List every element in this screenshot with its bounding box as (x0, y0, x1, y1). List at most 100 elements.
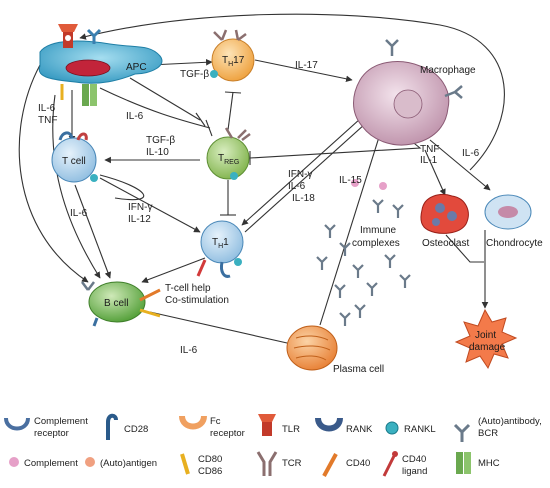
loop-tcell (99, 174, 145, 201)
legend-item-cd28: CD28 (106, 413, 148, 440)
t-cell: T cell (51, 131, 98, 183)
svg-text:CD28: CD28 (124, 424, 148, 435)
il18-label: IL-18 (292, 193, 315, 204)
th17-cell: TH17 (210, 29, 255, 82)
connectors (18, 13, 505, 347)
b-cell: B cell (81, 281, 161, 327)
joint-damage-burst: Joint damage (454, 308, 518, 370)
svg-text:(Auto)antibody,: (Auto)antibody, (478, 416, 542, 427)
il15-label: IL-15 (339, 175, 362, 186)
tlr-legend-icon (258, 414, 276, 436)
legend-item-cd40-ligand: CD40 ligand (382, 451, 427, 477)
svg-text:receptor: receptor (210, 428, 245, 439)
legend-item-autoantibody: (Auto)antibody, BCR (453, 416, 542, 442)
arrow-apc-to-bcell-left (18, 64, 89, 283)
tgfb-il10-label-1: TGF-β (146, 135, 175, 146)
arrow-th1-to-macrophage (244, 114, 376, 233)
apc-cell: APC (38, 24, 163, 106)
complement-icon (9, 457, 19, 467)
arrow-macrophage-to-apc-loop (79, 13, 505, 171)
link-apc-treg (129, 77, 201, 121)
macrophage-cell: Macrophage (353, 39, 476, 146)
il6-mid-label: IL-6 (126, 111, 144, 122)
complexes-label: complexes (352, 238, 400, 249)
il6-right-label: IL-6 (462, 148, 480, 159)
svg-text:MHC: MHC (478, 458, 500, 469)
arrow-macrophage-to-osteoclast (424, 149, 446, 196)
arrow-th1-to-bcell (141, 257, 206, 283)
receptor-icon (86, 28, 102, 44)
legend-item-mhc: MHC (456, 452, 500, 474)
autoantigen-icon (85, 457, 95, 467)
inhibit-bar-treg-il6 (205, 119, 213, 137)
il6-ifn-label: IL-6 (288, 181, 306, 192)
cd40-icon (322, 453, 338, 477)
svg-text:(Auto)antigen: (Auto)antigen (100, 458, 157, 469)
svg-text:RANKL: RANKL (404, 424, 436, 435)
apc-label: APC (126, 62, 147, 73)
tcr-icon (256, 451, 278, 476)
th1-label: TH1 (212, 237, 229, 250)
il6-bottom-label: IL-6 (180, 345, 198, 356)
cd80-cd86-icon (180, 453, 190, 475)
arrow-tcell-to-bcell (74, 184, 111, 279)
arrow-macrophage-to-th1 (241, 109, 371, 226)
plasma-cell: Plasma cell (286, 325, 384, 375)
il6-apc-label: IL-6 (38, 103, 56, 114)
ifng-il12-label-2: IL-12 (128, 214, 151, 225)
plasma-cell-label: Plasma cell (333, 364, 384, 375)
mhc-legend-icon (456, 452, 471, 474)
legend-item-rankl: RANKL (385, 421, 436, 435)
svg-text:BCR: BCR (478, 428, 498, 439)
svg-text:CD86: CD86 (198, 466, 222, 477)
il17-label: IL-17 (295, 60, 318, 71)
inhibit-treg-to-th17 (227, 91, 234, 131)
b-cell-label: B cell (104, 298, 128, 309)
arrow-tcell-to-th1 (99, 177, 201, 233)
arrow-bcell-to-plasma (149, 311, 297, 347)
svg-text:ligand: ligand (402, 466, 427, 477)
inhibit-bar-apc-treg (195, 112, 206, 127)
complement-dot-2 (379, 182, 387, 190)
costimulation-label: Co-stimulation (165, 295, 229, 306)
inhibit-il6-to-treg (99, 87, 211, 129)
svg-text:Complement: Complement (34, 416, 88, 427)
svg-text:CD40: CD40 (402, 454, 426, 465)
chondrocyte-label: Chondrocyte (486, 238, 543, 249)
svg-text:Fc: Fc (210, 416, 221, 427)
complement-dot-1 (351, 179, 359, 187)
legend-item-autoantigen: (Auto)antigen (85, 457, 157, 469)
rank-icon (315, 417, 343, 432)
il1-label: IL-1 (420, 155, 438, 166)
chondrocyte-cell: Chondrocyte (484, 194, 543, 249)
legend: Complement receptor CD28 Fc receptor TLR… (4, 413, 542, 477)
autoantibody-icon (453, 423, 471, 442)
arrow-macrophage-to-chondrocyte (429, 139, 491, 191)
il6-left-label: IL-6 (70, 208, 88, 219)
svg-text:RANK: RANK (346, 424, 373, 435)
svg-text:TLR: TLR (282, 424, 300, 435)
rankl-icon (385, 421, 399, 435)
svg-text:Complement: Complement (24, 458, 78, 469)
arrow-apc-to-bcell-il6 (52, 94, 101, 279)
ifng-label: IFN-γ (288, 169, 312, 180)
legend-item-tlr: TLR (258, 414, 300, 436)
t-cell-label: T cell (62, 156, 86, 167)
cd28-icon (106, 413, 118, 440)
svg-text:CD40: CD40 (346, 458, 370, 469)
immune-complexes (316, 199, 411, 326)
th1-cell: TH1 (196, 220, 244, 278)
mhc-icon (82, 84, 97, 106)
joint-label: Joint (475, 330, 496, 341)
osteoclast-cell: Osteoclast (420, 194, 469, 249)
legend-item-rank: RANK (315, 417, 373, 435)
legend-item-fc-receptor: Fc receptor (179, 415, 245, 439)
ifng-il12-label-1: IFN-γ (128, 202, 152, 213)
tnf-right-label: TNF (420, 144, 439, 155)
treg-label: TREG (218, 153, 239, 166)
tlr-icon (58, 24, 78, 48)
tgfb-top-label: TGF-β (180, 69, 209, 80)
arrow-th17-to-macrophage (254, 59, 353, 83)
